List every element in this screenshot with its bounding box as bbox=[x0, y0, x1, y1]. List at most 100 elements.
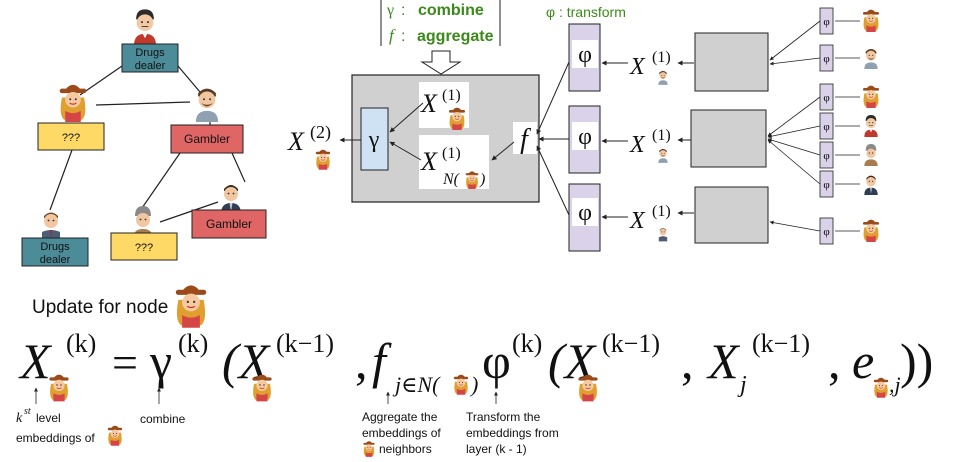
small-phi-7: φ bbox=[823, 226, 829, 238]
phi-symbol-1: φ bbox=[578, 42, 592, 68]
formula-e: e bbox=[852, 333, 874, 389]
transform-node-icon-1 bbox=[658, 70, 668, 85]
prev-layer-arrows bbox=[767, 20, 821, 232]
formula-x2-node-icon bbox=[577, 374, 599, 402]
arrow-small7-to-box3 bbox=[769, 220, 821, 232]
annot-transform-line2: embeddings from bbox=[466, 426, 559, 440]
small-avatar-6 bbox=[864, 175, 878, 195]
annot-kst-line2: embeddings of bbox=[16, 431, 95, 445]
small-avatars bbox=[835, 9, 880, 242]
small-phi-4: φ bbox=[823, 121, 829, 133]
transform-node-icon-3 bbox=[658, 228, 668, 242]
edge-gambler-beanie bbox=[141, 152, 181, 209]
annot-kst-k: k bbox=[16, 411, 23, 426]
graph-edges bbox=[49, 65, 246, 223]
legend-gamma-symbol: γ bbox=[386, 2, 394, 19]
formula-e-sub: ,j bbox=[889, 372, 901, 397]
formula-lhs-sup: (k) bbox=[66, 329, 96, 358]
legend: γ : combine f : aggregate φ : transform bbox=[380, 0, 626, 75]
annot-combine: combine bbox=[140, 412, 186, 426]
formula-gamma-sup: (k) bbox=[178, 329, 208, 358]
arrow-phi3-to-f bbox=[536, 145, 570, 216]
formula-comma-2: , bbox=[681, 333, 694, 389]
small-avatar-7 bbox=[862, 219, 880, 242]
legend-f-sep: : bbox=[401, 28, 405, 45]
prev-layer-box-2 bbox=[690, 109, 767, 168]
unknown-bottom-box bbox=[110, 232, 178, 261]
annot-aggregate-line3: neighbors bbox=[379, 442, 432, 456]
formula-gamma: γ bbox=[149, 333, 172, 389]
self-embedding-node-icon bbox=[448, 107, 466, 130]
formula-annotations: k st level embeddings of combine Aggrega… bbox=[16, 387, 559, 457]
self-embedding-x: X bbox=[420, 89, 438, 118]
man-avatar bbox=[195, 88, 219, 122]
drugs-dealer-top-box bbox=[121, 43, 179, 73]
small-avatar-1 bbox=[862, 9, 880, 32]
neighbor-embedding-sub-close: ) bbox=[479, 171, 485, 188]
small-phi-2: φ bbox=[823, 53, 829, 65]
gambler-bottom-box bbox=[191, 209, 267, 239]
drugs-dealer-top-label-2: dealer bbox=[135, 60, 166, 72]
small-avatar-4 bbox=[863, 114, 879, 137]
gambler-right-box bbox=[170, 124, 244, 154]
formula-title-node-icon bbox=[175, 284, 207, 328]
annot-kst-node-icon bbox=[107, 425, 123, 446]
gamma-box bbox=[360, 107, 389, 171]
formula-f-sub-node-icon bbox=[453, 374, 469, 395]
small-phi-6: φ bbox=[823, 179, 829, 191]
transform-x-3: X bbox=[629, 208, 646, 234]
neighbor-embedding-sup: (1) bbox=[442, 145, 461, 162]
annot-kst-rest: level bbox=[36, 411, 61, 425]
self-embedding-sup: (1) bbox=[442, 87, 461, 104]
output-sup: (2) bbox=[310, 122, 331, 143]
annot-aggregate-line1: Aggregate the bbox=[362, 410, 438, 424]
phi-symbol-2: φ bbox=[578, 124, 592, 150]
unknown-bottom-label: ??? bbox=[135, 242, 153, 254]
arrow-self-to-gamma bbox=[389, 102, 424, 133]
small-avatar-5 bbox=[864, 144, 878, 166]
f-symbol: f bbox=[520, 124, 531, 155]
edge-unknown-dealer bbox=[49, 149, 73, 211]
prev-layer-box-3 bbox=[694, 186, 769, 244]
transform-sup-3: (1) bbox=[652, 203, 671, 220]
legend-phi-desc: φ : transform bbox=[546, 4, 626, 20]
transform-x-2: X bbox=[629, 132, 646, 158]
formula-title: Update for node bbox=[32, 297, 168, 318]
legend-f-symbol: f bbox=[389, 26, 396, 45]
formula-lhs-node-icon bbox=[48, 374, 70, 402]
formula-e-node-icon bbox=[873, 377, 889, 398]
arrow-phi1-to-f bbox=[536, 61, 570, 135]
neighbor-embedding-x: X bbox=[420, 147, 438, 176]
arrow-f-to-neigh bbox=[491, 141, 515, 161]
small-phi-3: φ bbox=[823, 92, 829, 104]
drugs-dealer-avatar bbox=[133, 8, 157, 46]
annot-aggregate-node-icon bbox=[363, 441, 375, 457]
previous-layer: φ φ φ φ φ φ φ bbox=[690, 7, 880, 245]
formula-phi: φ bbox=[482, 333, 511, 389]
arrow-neigh-to-gamma bbox=[389, 141, 422, 161]
neighbor-embedding-sub: N( bbox=[442, 171, 461, 188]
formula-eq: = bbox=[112, 337, 138, 388]
girl-avatar bbox=[59, 84, 87, 122]
prev-layer-box-1 bbox=[694, 32, 769, 92]
aggregation-block: γ X (1) X (1) N( ) f X (2) bbox=[287, 74, 540, 203]
formula-f-sub-close: ) bbox=[469, 372, 478, 397]
phi-box-3-inner bbox=[572, 198, 598, 226]
annot-transform-line3: layer (k - 1) bbox=[466, 442, 527, 456]
arrow-small3-to-box2 bbox=[767, 96, 821, 137]
drugs-dealer-top-label-1: Drugs bbox=[135, 47, 165, 59]
transform-rows: φ X (1) φ X (1) φ X (1) bbox=[536, 23, 694, 252]
annot-kst-st: st bbox=[24, 406, 31, 417]
drugs-dealer-bottom-box bbox=[21, 237, 89, 267]
arrow-small4-to-box2 bbox=[767, 125, 821, 139]
formula-xj-sup: (k−1) bbox=[752, 329, 810, 358]
arrow-small1-to-box1 bbox=[769, 20, 821, 61]
social-graph: Drugs dealer ??? Gambler Drugs dealer ??… bbox=[21, 8, 267, 267]
formula-xj: X bbox=[706, 333, 741, 389]
transform-x-1: X bbox=[629, 54, 646, 80]
edge-beanie-suit bbox=[159, 201, 219, 223]
small-phi-1: φ bbox=[823, 16, 829, 28]
formula-xj-sub: j bbox=[737, 372, 747, 398]
